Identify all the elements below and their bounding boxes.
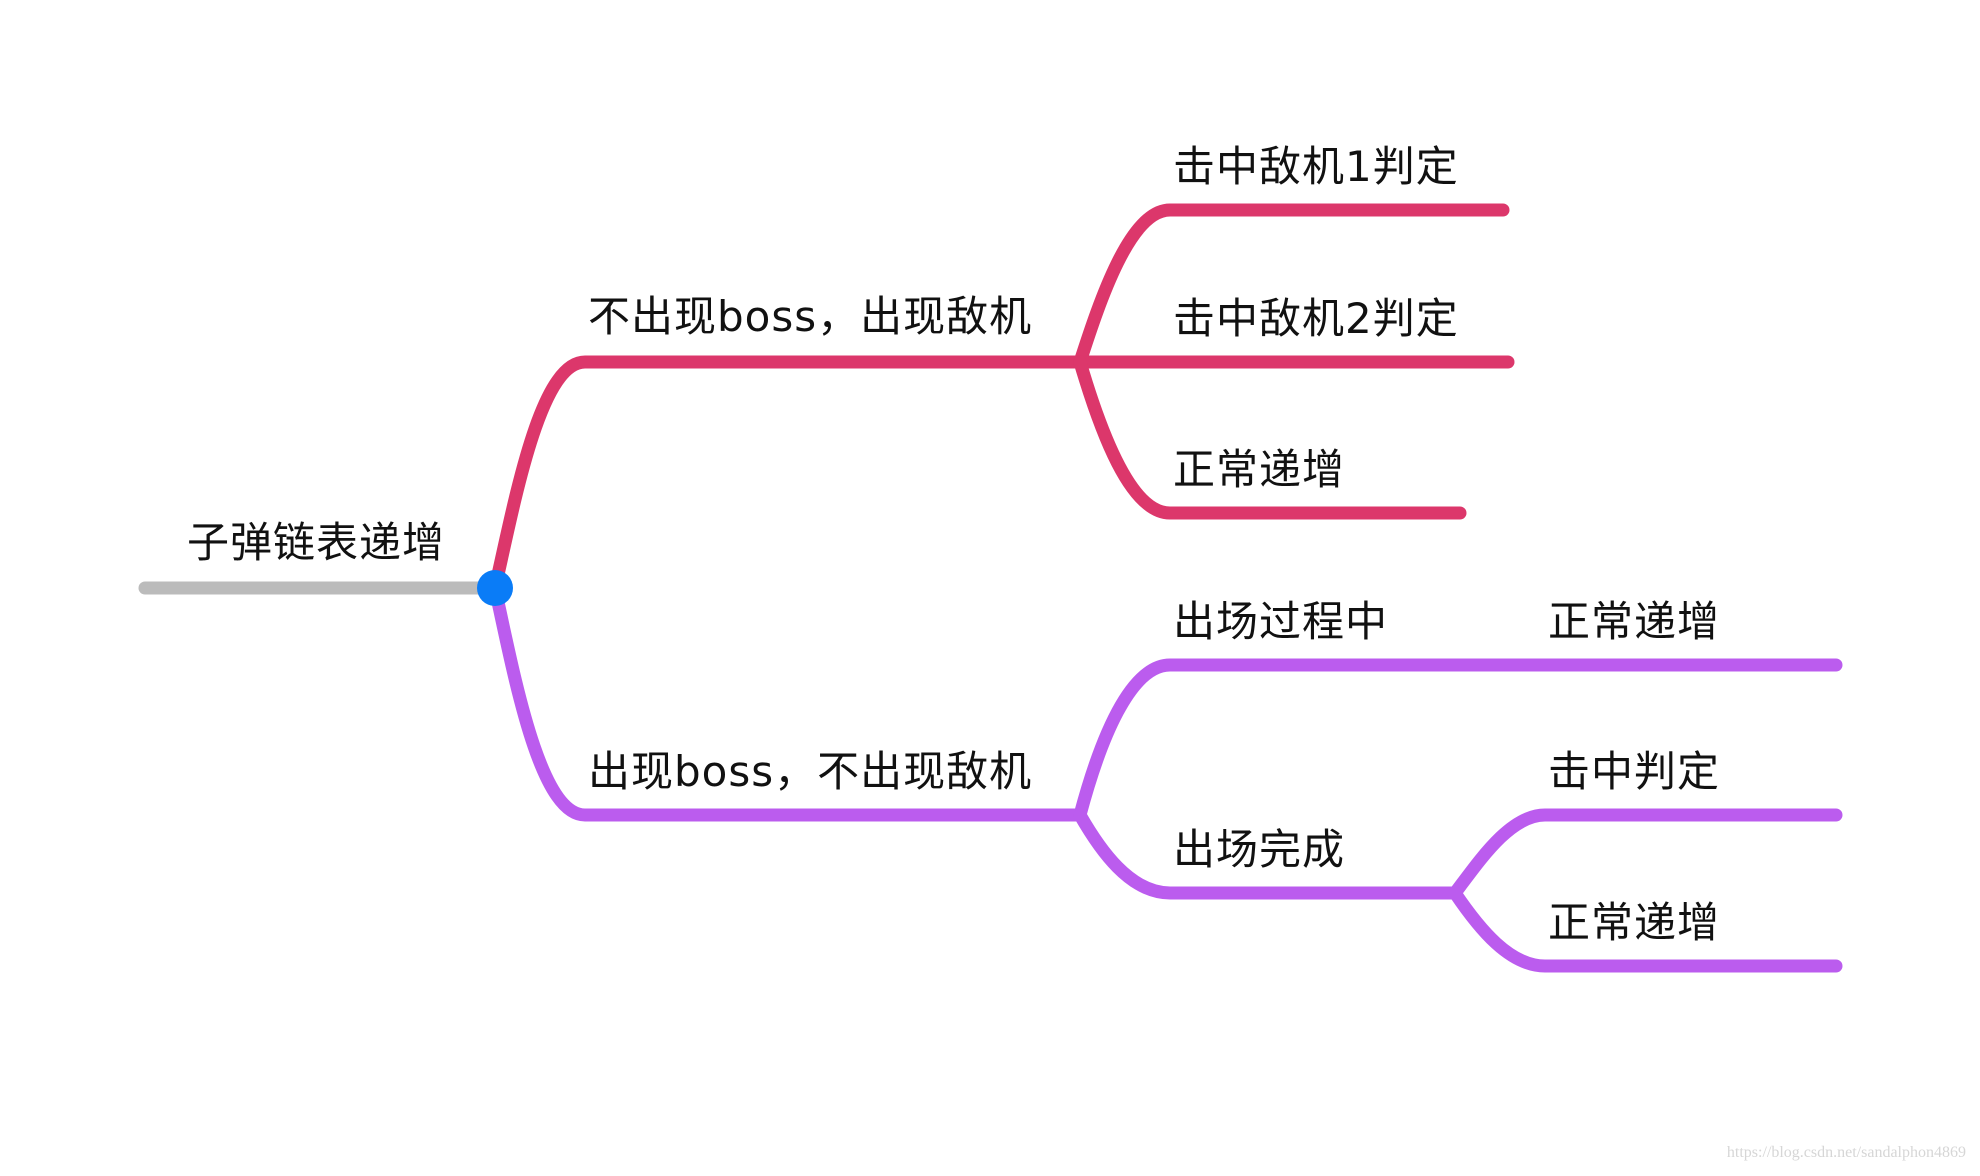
leaf-node-normal-increment-1[interactable]: 正常递增 <box>1173 445 1346 494</box>
node-boss-entering[interactable]: 出场过程中 <box>1173 597 1389 646</box>
connector-branch1-to-normal <box>1073 355 1467 520</box>
connector-branch2-to-entered <box>1073 808 1462 900</box>
branch-node-no-boss[interactable]: 不出现boss，出现敌机 <box>588 292 1033 341</box>
node-boss-entered[interactable]: 出场完成 <box>1173 825 1346 874</box>
connector-entered-to-hit <box>1448 808 1843 900</box>
branch-pink-lines <box>488 203 1515 595</box>
branch-purple-lines <box>488 581 1843 973</box>
connector-root-to-branch1 <box>488 355 1087 595</box>
leaf-node-normal-increment-2[interactable]: 正常递增 <box>1548 597 1721 646</box>
connector-branch1-to-hit1 <box>1073 203 1510 369</box>
leaf-node-normal-increment-3[interactable]: 正常递增 <box>1548 898 1721 947</box>
branch-node-boss[interactable]: 出现boss，不出现敌机 <box>588 747 1033 796</box>
leaf-node-hit-enemy-1[interactable]: 击中敌机1判定 <box>1173 142 1459 191</box>
connector-entered-to-normal <box>1448 886 1843 973</box>
root-node-label[interactable]: 子弹链表递增 <box>187 518 446 567</box>
watermark-url: https://blog.csdn.net/sandalphon4869 <box>1726 1144 1966 1161</box>
leaf-node-hit-check[interactable]: 击中判定 <box>1548 747 1721 796</box>
connector-root-to-branch2 <box>488 581 1087 822</box>
connector-branch2-to-entering <box>1073 658 1843 822</box>
leaf-node-hit-enemy-2[interactable]: 击中敌机2判定 <box>1173 294 1459 343</box>
root-node-dot[interactable] <box>477 570 513 606</box>
